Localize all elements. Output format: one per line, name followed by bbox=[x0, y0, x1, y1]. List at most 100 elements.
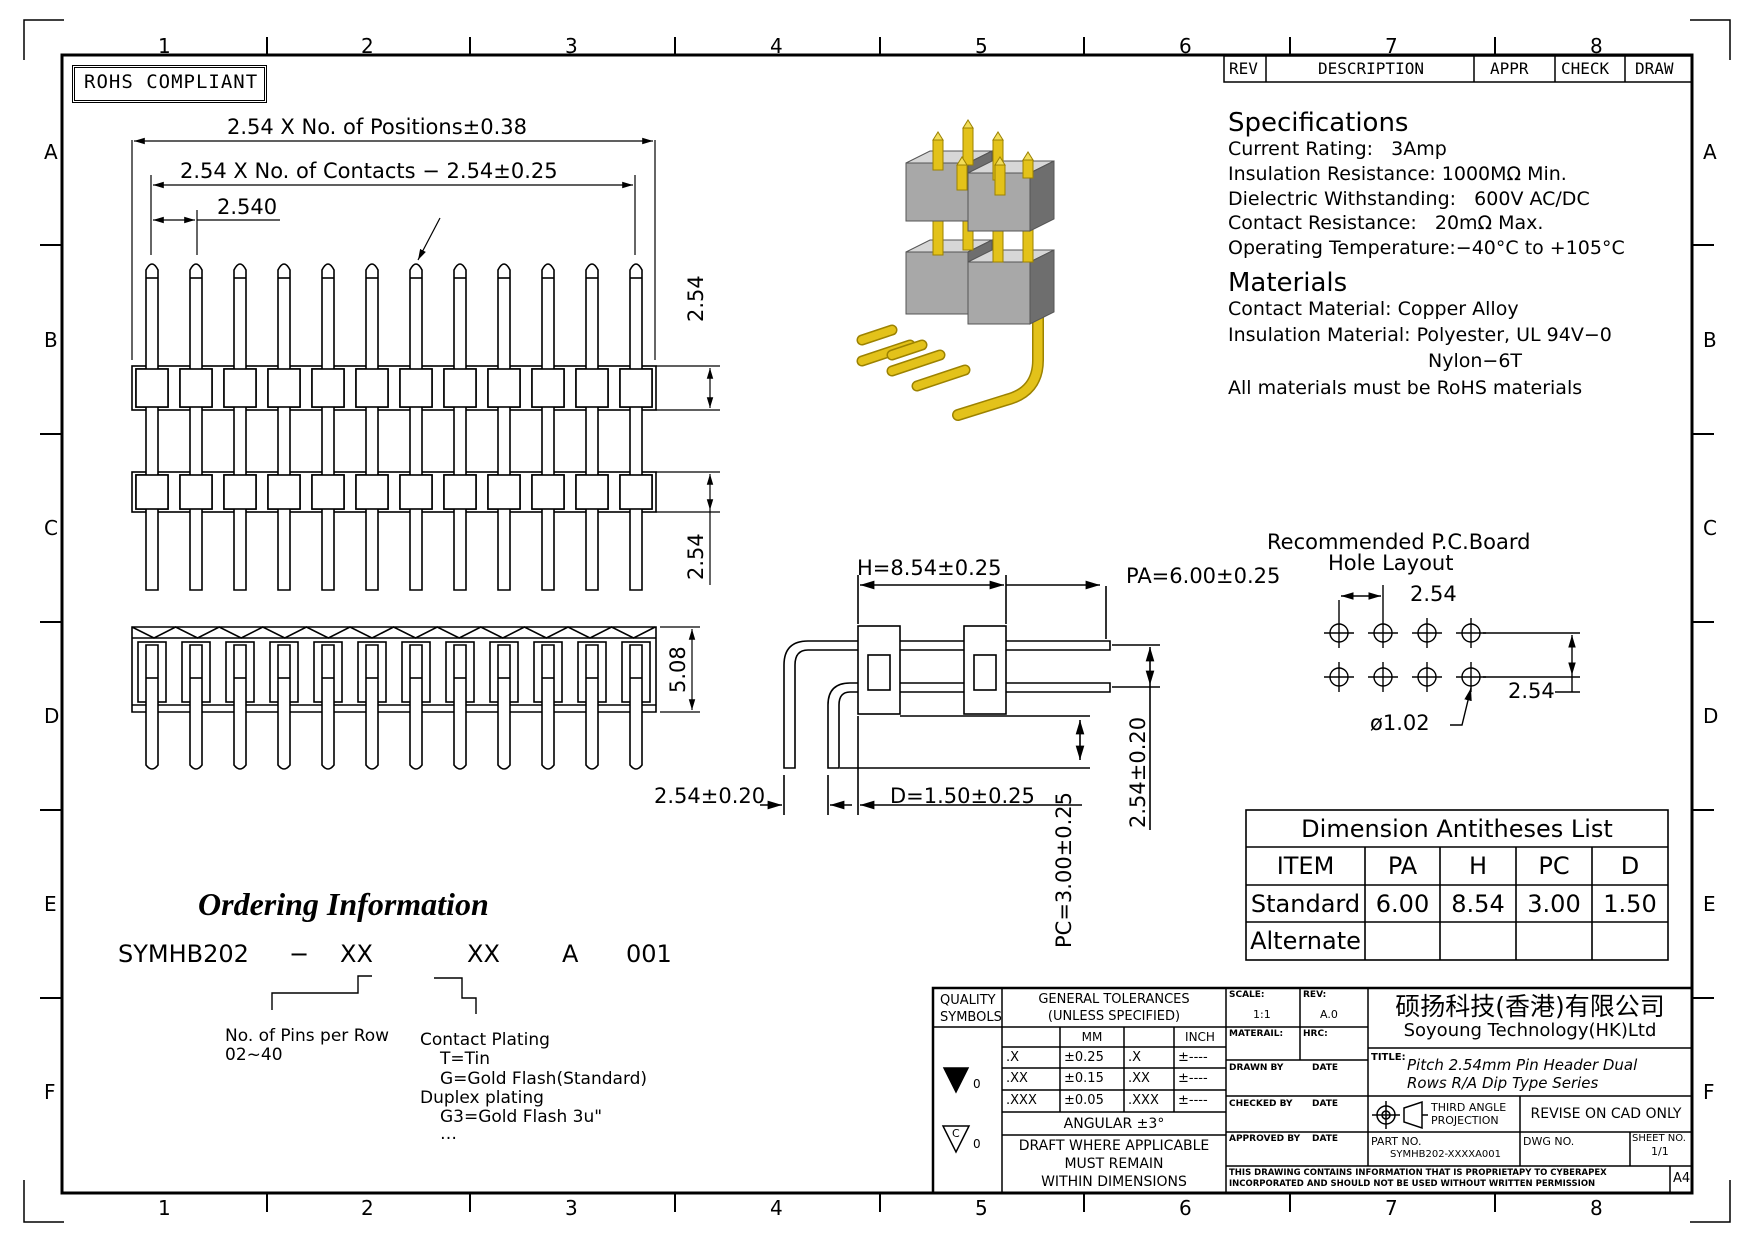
housing-cell bbox=[355, 368, 389, 408]
tolerance-cell: .XX bbox=[1128, 1071, 1150, 1086]
tb-size: A4 bbox=[1673, 1171, 1691, 1186]
ordering-pins-range: 02~40 bbox=[225, 1045, 283, 1065]
column-label-bottom: 3 bbox=[565, 1196, 578, 1220]
housing-cell bbox=[179, 368, 213, 408]
zone-ticks bbox=[40, 37, 1714, 1212]
tb-sheet-no-label: SHEET NO. bbox=[1632, 1133, 1686, 1144]
tolerance-cell: ±0.25 bbox=[1064, 1050, 1104, 1065]
antitheses-cell: Alternate bbox=[1250, 927, 1361, 955]
antitheses-cell: Standard bbox=[1250, 889, 1361, 918]
spec-line: Dielectric Withstanding: 600V AC/DC bbox=[1228, 188, 1590, 210]
column-label-top: 6 bbox=[1179, 34, 1192, 58]
antitheses-header: PC bbox=[1538, 852, 1570, 880]
tb-sym2-letter: C bbox=[952, 1127, 960, 1140]
render-pin bbox=[1022, 159, 1034, 179]
ordering-pins-label: No. of Pins per Row bbox=[225, 1026, 390, 1046]
housing-cell bbox=[179, 474, 213, 510]
tb-scale-label: SCALE: bbox=[1229, 990, 1265, 1000]
tb-draft1: DRAFT WHERE APPLICABLE bbox=[1018, 1138, 1210, 1154]
tb-drawn-by: DRAWN BY bbox=[1229, 1063, 1284, 1073]
tb-title-line2: Rows R/A Dip Type Series bbox=[1407, 1074, 1599, 1092]
housing-cell bbox=[223, 474, 257, 510]
render-bent-pin bbox=[888, 341, 926, 359]
dim-pa: PA=6.00±0.25 bbox=[1126, 564, 1281, 588]
column-label-bottom: 2 bbox=[361, 1196, 374, 1220]
row-label-right: D bbox=[1703, 704, 1719, 728]
pin bbox=[453, 263, 467, 591]
side-pin bbox=[541, 644, 555, 770]
dim-contacts: 2.54 X No. of Contacts − 2.54±0.25 bbox=[180, 159, 558, 183]
housing-cell bbox=[267, 474, 301, 510]
rev-col-rev: REV bbox=[1229, 59, 1258, 78]
housing-band bbox=[131, 471, 657, 513]
tb-symbols: SYMBOLS bbox=[940, 1010, 1002, 1025]
ordering-duplex-line: G3=Gold Flash 3u" bbox=[440, 1107, 603, 1127]
housing-cell bbox=[531, 368, 565, 408]
render-pin bbox=[932, 219, 944, 256]
dim-row-pitch: 2.54±0.20 bbox=[654, 784, 766, 808]
ordering-brackets bbox=[271, 975, 477, 1014]
tb-mm: MM bbox=[1081, 1030, 1103, 1044]
dim-vertical-mid: 2.54 bbox=[684, 533, 708, 580]
pcb-title-line2: Hole Layout bbox=[1328, 551, 1454, 575]
pin bbox=[233, 263, 247, 591]
tb-gen-tol1: GENERAL TOLERANCES bbox=[1038, 991, 1190, 1007]
tb-scale-value: 1:1 bbox=[1253, 1008, 1271, 1021]
rohs-badge bbox=[72, 65, 267, 103]
ordering-duplex-line: … bbox=[440, 1124, 457, 1144]
side-chamfer bbox=[131, 626, 656, 639]
pin bbox=[145, 263, 159, 591]
column-label-top: 2 bbox=[361, 34, 374, 58]
housing-cell bbox=[223, 368, 257, 408]
tolerance-cell: ±---- bbox=[1178, 1093, 1208, 1108]
tb-hrc-label: HRC: bbox=[1303, 1029, 1328, 1039]
rev-col-draw: DRAW bbox=[1635, 59, 1674, 78]
housing-band bbox=[131, 365, 657, 411]
rev-col-description: DESCRIPTION bbox=[1318, 59, 1424, 78]
tolerance-cell: ±---- bbox=[1178, 1071, 1208, 1086]
ordering-title: Ordering Information bbox=[198, 886, 489, 922]
tolerance-cell: ±0.05 bbox=[1064, 1093, 1104, 1108]
rev-col-check: CHECK bbox=[1561, 59, 1610, 78]
side-pin bbox=[453, 644, 467, 770]
ordering-code-dash: − bbox=[289, 940, 310, 968]
row-label-left: C bbox=[44, 516, 58, 540]
materials-line: Nylon−6T bbox=[1428, 350, 1523, 372]
pin bbox=[497, 263, 511, 591]
antitheses-cell: 1.50 bbox=[1603, 889, 1657, 918]
row-label-left: D bbox=[44, 704, 60, 728]
tb-dwg-no-label: DWG NO. bbox=[1523, 1135, 1575, 1148]
tb-inch: INCH bbox=[1185, 1030, 1215, 1044]
tb-approved-date: DATE bbox=[1312, 1134, 1339, 1144]
housing-cell bbox=[443, 474, 477, 510]
pcb-leader bbox=[1450, 687, 1472, 726]
row-label-left: E bbox=[44, 892, 57, 916]
column-label-bottom: 4 bbox=[770, 1196, 783, 1220]
housing-cell bbox=[311, 368, 345, 408]
tb-material-label: MATERAIL: bbox=[1229, 1029, 1284, 1039]
tolerance-cell: .X bbox=[1128, 1050, 1142, 1065]
side-pin bbox=[145, 644, 159, 770]
tb-company-cn: 硕扬科技(香港)有限公司 bbox=[1395, 992, 1665, 1021]
side-view-dimensions bbox=[660, 626, 700, 713]
materials-line: Contact Material: Copper Alloy bbox=[1228, 298, 1519, 320]
antitheses-cell bbox=[1365, 922, 1440, 960]
pin bbox=[321, 263, 335, 591]
antitheses-header: H bbox=[1468, 852, 1488, 880]
tb-notice1: THIS DRAWING CONTAINS INFORMATION THAT I… bbox=[1229, 1168, 1607, 1178]
tb-drawn-date: DATE bbox=[1312, 1063, 1339, 1073]
row-label-right: A bbox=[1703, 140, 1717, 164]
housing-cell bbox=[619, 368, 653, 408]
column-label-top: 1 bbox=[158, 34, 171, 58]
antitheses-title: Dimension Antitheses List bbox=[1301, 814, 1613, 843]
tb-sym1: 0 bbox=[973, 1077, 981, 1091]
column-label-top: 4 bbox=[770, 34, 783, 58]
tb-title-label: TITLE: bbox=[1371, 1052, 1406, 1063]
tb-notice2: INCORPORATED AND SHOULD NOT BE USED WITH… bbox=[1229, 1179, 1596, 1189]
side-pin bbox=[365, 644, 379, 770]
housing-cell bbox=[399, 368, 433, 408]
tb-revise: REVISE ON CAD ONLY bbox=[1530, 1106, 1682, 1122]
pin bbox=[277, 263, 291, 591]
tb-rev-value: A.0 bbox=[1320, 1008, 1338, 1021]
tb-checked-date: DATE bbox=[1312, 1099, 1339, 1109]
